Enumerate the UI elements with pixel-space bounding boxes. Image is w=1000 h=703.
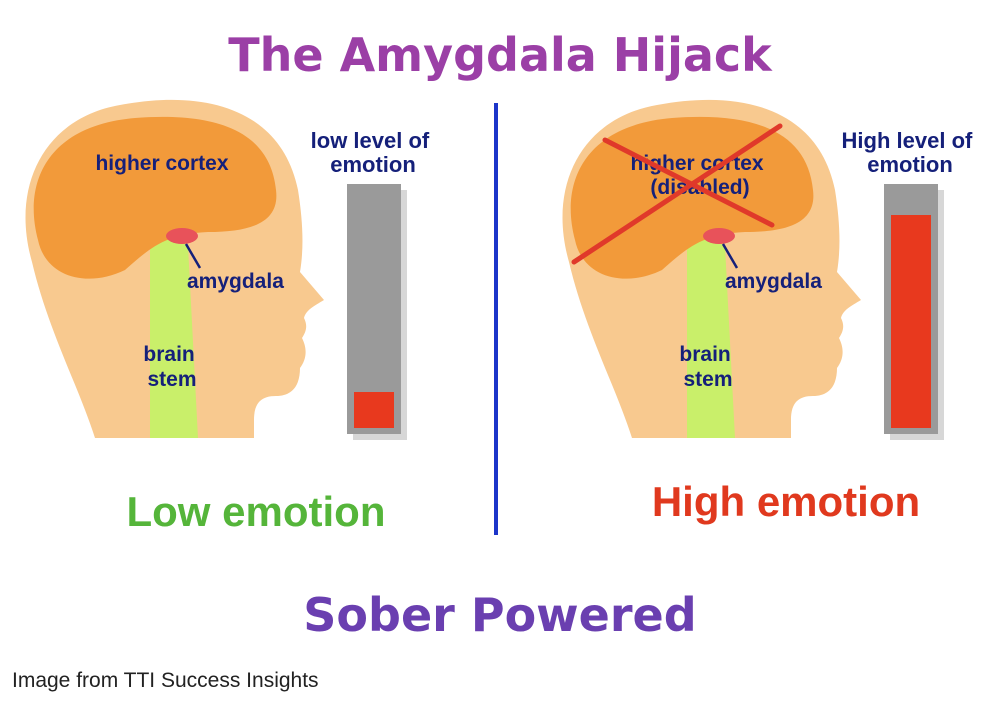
meter-label: low level of emotion (311, 128, 436, 177)
higher-cortex (570, 116, 814, 279)
diagram-title: The Amygdala Hijack (228, 28, 772, 82)
image-credit: Image from TTI Success Insights (12, 669, 319, 692)
meter-label-line: emotion (330, 152, 416, 177)
panel-low-emotion: higher cortex amygdala brain stem low le… (25, 99, 436, 535)
panel-caption-high: High emotion (651, 478, 921, 525)
amygdala (166, 228, 198, 244)
amygdala (703, 228, 735, 244)
cortex-label: higher cortex (95, 152, 228, 175)
cortex-label-line: higher cortex (95, 152, 228, 175)
meter-label-line: emotion (867, 152, 953, 177)
cortex-disabled-cross-icon (571, 123, 783, 265)
brain-stem (150, 232, 198, 438)
higher-cortex (33, 116, 277, 279)
head-diagram-high: higher cortex (disabled) amygdala brain … (562, 99, 979, 440)
head-diagram-low: higher cortex amygdala brain stem low le… (25, 99, 436, 440)
meter-label-line: low level of (311, 128, 430, 153)
amygdala-pointer (184, 243, 202, 269)
emotion-meter-fill (891, 215, 931, 428)
emotion-meter-fill (354, 392, 394, 428)
meter-label-line: High level of (842, 128, 973, 153)
panel-divider (494, 103, 498, 535)
brain-stem-label-line: stem (147, 368, 196, 391)
brain-stem-label-line: brain (679, 343, 730, 366)
brain-stem-label: brain stem (143, 343, 200, 391)
brain-stem (687, 232, 735, 438)
amygdala-pointer (721, 243, 739, 269)
panel-caption-low: Low emotion (126, 488, 386, 535)
brain-stem-label: brain stem (679, 343, 736, 391)
amygdala-label: amygdala (187, 270, 284, 293)
footer-brand: Sober Powered (303, 588, 697, 642)
panel-high-emotion: higher cortex (disabled) amygdala brain … (500, 0, 1000, 703)
amygdala-label: amygdala (725, 270, 822, 293)
cortex-label: higher cortex (disabled) (631, 152, 770, 199)
meter-label: High level of emotion (842, 128, 979, 177)
brain-stem-label-line: stem (683, 368, 732, 391)
brain-stem-label-line: brain (143, 343, 194, 366)
